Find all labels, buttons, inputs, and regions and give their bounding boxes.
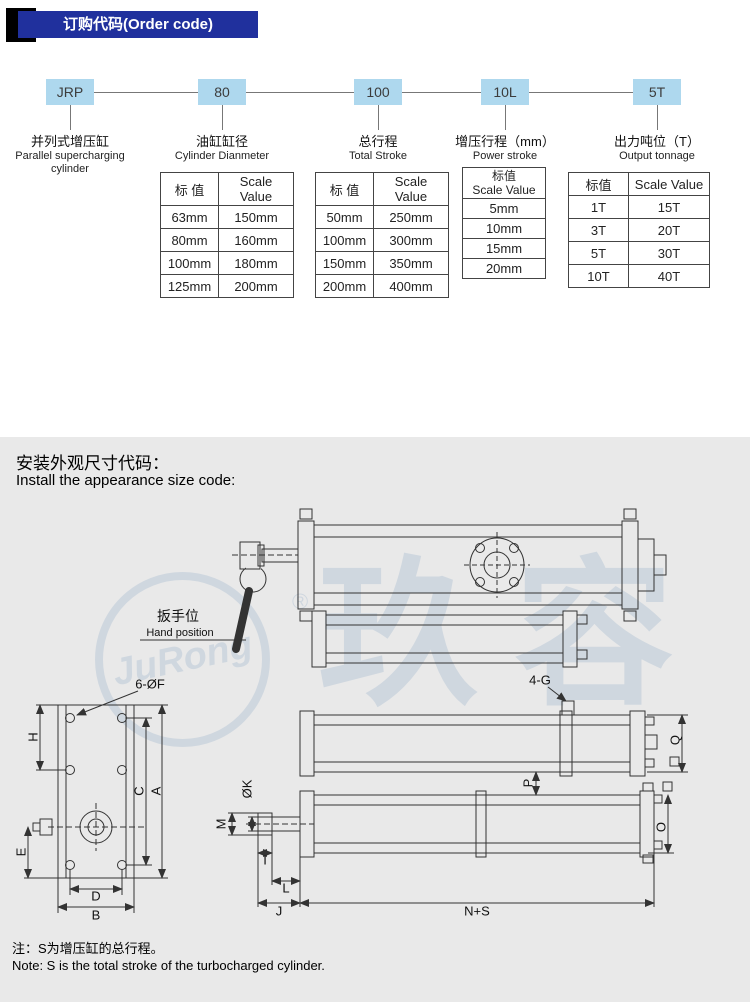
code-label-stroke-en: Total Stroke (348, 150, 408, 162)
dim-label-i: I (263, 852, 267, 868)
code-drop-line (657, 105, 658, 130)
dim-label-p: P (520, 778, 536, 788)
dim-label-d: D (91, 888, 101, 904)
code-label-series-cn: 并列式增压缸 (30, 134, 109, 149)
side-view-dimensions (228, 714, 688, 907)
registered-trademark-icon: ® (292, 589, 309, 614)
dim-label-h: H (25, 732, 41, 742)
code-label-stroke-cn: 总行程 (358, 134, 398, 149)
watermark-brand-name: 玖容 (318, 545, 711, 724)
side-view-drawing (246, 700, 680, 864)
leader-6-of (76, 690, 139, 716)
dim-label-j: J (275, 903, 283, 919)
code-label-tonnage-cn: 出力吨位（T） (614, 134, 700, 149)
code-label-bore-cn: 油缸缸径 (195, 134, 248, 149)
code-label-power: 增压行程（mm） Power stroke (425, 131, 585, 163)
code-box-stroke: 100 (354, 79, 402, 105)
leader-4-g (547, 686, 567, 702)
code-label-stroke: 总行程 Total Stroke (298, 131, 458, 163)
code-label-series-en: Parallel supercharging cylinder (15, 150, 125, 175)
front-view-drawing (32, 704, 144, 879)
note-en: Note: S is the total stroke of the turbo… (12, 958, 325, 973)
dim-label-e: E (13, 847, 29, 857)
install-title-cn: 安装外观尺寸代码： (16, 454, 169, 473)
code-box-tonnage: 5T (633, 79, 681, 105)
dim-label-m: M (213, 818, 229, 830)
watermark-logo-circle: JuRong (95, 572, 270, 747)
top-view-drawing (297, 508, 667, 668)
code-label-tonnage: 出力吨位（T） Output tonnage (577, 131, 737, 163)
dim-label-a: A (148, 786, 164, 796)
technical-drawings (24, 508, 688, 913)
code-label-tonnage-en: Output tonnage (619, 150, 695, 162)
code-drop-line (222, 105, 223, 130)
code-label-bore-en: Cylinder Dianmeter (174, 150, 270, 162)
install-title-en: Install the appearance size code: (16, 472, 236, 489)
code-label-series: 并列式增压缸 Parallel supercharging cylinder (5, 131, 135, 176)
hand-position-label-en: Hand position (146, 627, 214, 639)
code-box-bore: 80 (198, 79, 246, 105)
code-label-bore: 油缸缸径 Cylinder Dianmeter (142, 131, 302, 163)
code-drop-line (70, 105, 71, 130)
dim-label-l: L (282, 880, 290, 896)
code-box-series: JRP (46, 79, 94, 105)
dim-label-ok: ØK (239, 779, 255, 799)
dim-label-c: C (131, 786, 147, 796)
dim-label-4-g: 4-G (529, 672, 551, 688)
page-title: 订购代码(Order code) (18, 11, 258, 38)
code-label-power-cn: 增压行程（mm） (455, 134, 555, 149)
wrench-icon (232, 563, 267, 653)
code-box-power: 10L (481, 79, 529, 105)
hand-position-label-cn: 扳手位 (157, 608, 199, 624)
top-view-rod (232, 541, 299, 570)
dim-label-ns: N+S (464, 903, 490, 919)
dim-label-b: B (91, 907, 101, 923)
dim-label-6-of: 6-ØF (135, 676, 165, 692)
code-drop-line (505, 105, 506, 130)
watermark: JuRong ® 玖容 (0, 437, 750, 1002)
code-label-power-en: Power stroke (472, 150, 538, 162)
note-cn: 注：S为增压缸的总行程。 (12, 941, 164, 956)
dim-label-q: Q (667, 734, 683, 746)
front-view-dimensions (24, 704, 168, 913)
code-drop-line (378, 105, 379, 130)
dim-label-o: O (653, 821, 669, 833)
